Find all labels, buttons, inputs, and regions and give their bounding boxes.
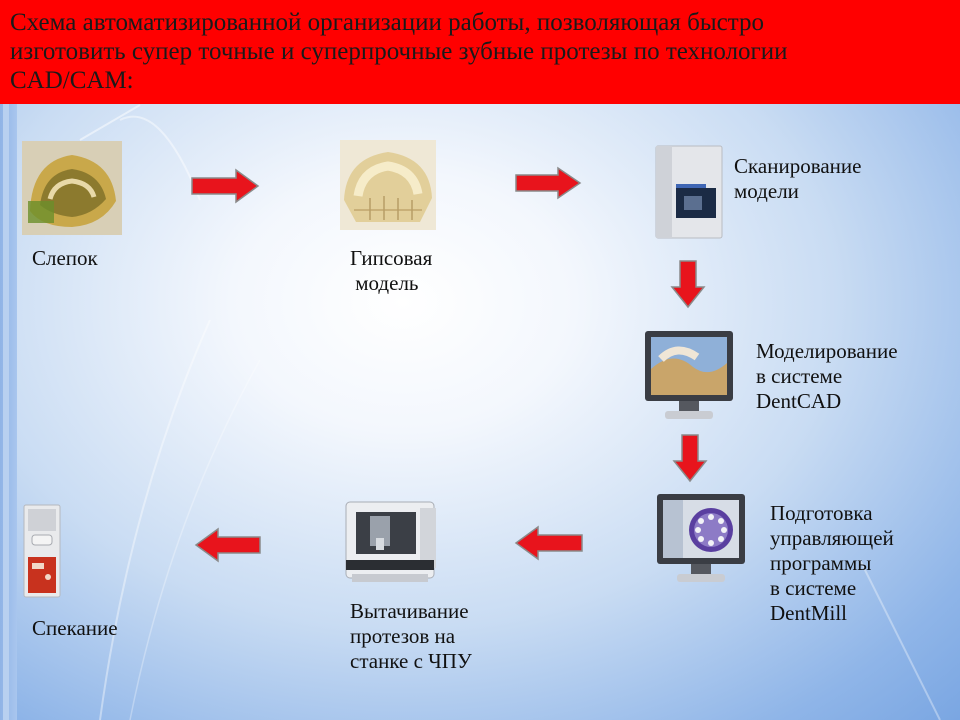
step-label-milling: Вытачивание протезов на станке с ЧПУ bbox=[350, 599, 472, 674]
arrow-left-icon bbox=[514, 525, 583, 561]
step-label-line: программы bbox=[770, 551, 872, 575]
dental-impression-image bbox=[22, 141, 122, 235]
step-label-line: Моделирование bbox=[756, 339, 898, 363]
slide-title-line: CAD/CAM: bbox=[10, 67, 134, 94]
step-label-line: DentCAD bbox=[756, 389, 842, 413]
step-label-plaster: Гипсовая модель bbox=[350, 246, 432, 296]
slide-title: Схема автоматизированной организации раб… bbox=[0, 0, 960, 104]
step-label-line: Вытачивание bbox=[350, 599, 469, 623]
scanner-image bbox=[655, 145, 723, 239]
cnc-milling-machine-image bbox=[345, 501, 436, 582]
arrow-down-icon bbox=[672, 434, 708, 483]
step-label-sintering: Спекание bbox=[32, 616, 118, 641]
step-label-line: Подготовка bbox=[770, 501, 873, 525]
step-label-line: в системе bbox=[770, 576, 857, 600]
step-label-line: DentMill bbox=[770, 601, 847, 625]
step-label-line: Гипсовая bbox=[350, 246, 433, 270]
step-label-line: Спекание bbox=[32, 616, 118, 640]
arrow-right-icon bbox=[515, 166, 582, 200]
step-label-line: протезов на bbox=[350, 624, 456, 648]
step-label-line: модель bbox=[350, 271, 419, 295]
step-label-line: Слепок bbox=[32, 246, 98, 270]
step-label-scan: Сканирование модели bbox=[734, 154, 861, 204]
step-label-line: модели bbox=[734, 179, 799, 203]
step-label-line: Сканирование bbox=[734, 154, 862, 178]
plaster-model-image bbox=[340, 140, 436, 230]
left-accent-stripe-inner bbox=[3, 104, 9, 720]
step-label-impression: Слепок bbox=[32, 246, 98, 271]
step-label-line: станке с ЧПУ bbox=[350, 649, 472, 673]
arrow-left-icon bbox=[194, 527, 261, 563]
step-label-line: в системе bbox=[756, 364, 843, 388]
slide-title-line: Схема автоматизированной организации раб… bbox=[10, 9, 764, 36]
slide-title-line: изготовить супер точные и суперпрочные з… bbox=[10, 38, 788, 65]
step-label-program: Подготовка управляющей программы в систе… bbox=[770, 501, 894, 626]
dentcad-monitor-image bbox=[645, 331, 733, 419]
step-label-line: управляющей bbox=[770, 526, 894, 550]
arrow-right-icon bbox=[191, 168, 260, 204]
sintering-furnace-image bbox=[23, 504, 61, 598]
step-label-modeling: Моделирование в системе DentCAD bbox=[756, 339, 898, 414]
dentmill-monitor-image bbox=[657, 494, 745, 582]
arrow-down-icon bbox=[670, 260, 706, 309]
